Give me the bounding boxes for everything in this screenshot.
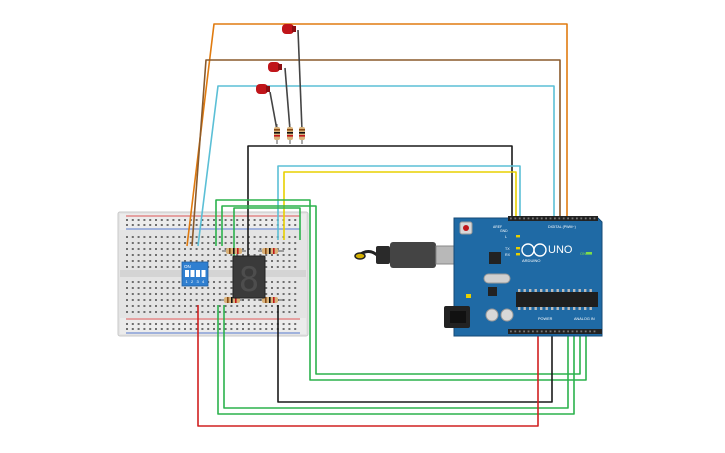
wire-brown[interactable] (191, 59, 561, 247)
resistor-top-1[interactable] (274, 124, 280, 144)
arduino-model: UNO (548, 244, 573, 256)
aref-label: AREF (493, 225, 502, 229)
breadboard[interactable] (117, 211, 309, 337)
tx-label: TX (505, 247, 510, 251)
rx-label: RX (505, 253, 511, 257)
wire-led1-lead (297, 29, 303, 131)
power-label: POWER (538, 317, 553, 321)
wires (186, 23, 587, 427)
wire-green-2[interactable] (221, 205, 581, 375)
led-2[interactable] (268, 62, 282, 72)
wire-cyan[interactable] (197, 85, 555, 247)
wire-black-bottom[interactable] (277, 305, 553, 403)
wire-black-top[interactable] (247, 145, 513, 258)
dip-num-3: 3 (197, 279, 200, 284)
breadboard-holes (126, 219, 297, 330)
resistor-top-3[interactable] (299, 124, 305, 144)
wire-led3-lead (269, 91, 278, 131)
seven-segment-display[interactable]: 8 (232, 255, 266, 300)
arduino-brand: ARDUINO (522, 258, 540, 263)
gnd-label: GND (500, 229, 508, 233)
wire-green-1[interactable] (215, 199, 587, 381)
wire-led2-lead (284, 67, 291, 131)
usb-cable[interactable] (354, 242, 465, 268)
dip-num-4: 4 (202, 279, 205, 284)
on-label: ON (580, 251, 586, 256)
resistor-top-2[interactable] (287, 124, 293, 144)
wire-green-5[interactable] (223, 305, 569, 409)
arduino-uno-board[interactable]: UNO ARDUINO DIGITAL (PWM~) ON TX RX L AR… (444, 216, 603, 337)
header-pins (510, 217, 596, 333)
analog-label: ANALOG IN (574, 317, 595, 321)
resistor-bb-2[interactable] (258, 248, 284, 254)
led-3[interactable] (256, 84, 270, 94)
led-1[interactable] (282, 24, 296, 34)
resistor-bb-1[interactable] (222, 248, 246, 254)
wire-red[interactable] (197, 305, 539, 427)
mcu-pins (518, 289, 592, 310)
wire-cyan-2[interactable] (277, 165, 521, 240)
dip-num-2: 2 (191, 279, 194, 284)
arduino-logo-icon (521, 243, 547, 257)
digital-label: DIGITAL (PWM~) (548, 225, 576, 229)
wire-green-4[interactable] (217, 305, 575, 415)
seven-segment-digit: 8 (239, 260, 259, 300)
l-label: L (505, 235, 507, 239)
dip-on-label: ON (184, 264, 191, 269)
dip-switch[interactable]: ON 1 2 3 4 (181, 261, 209, 287)
dip-num-1: 1 (186, 279, 189, 284)
resistor-bb-4[interactable] (258, 297, 284, 303)
